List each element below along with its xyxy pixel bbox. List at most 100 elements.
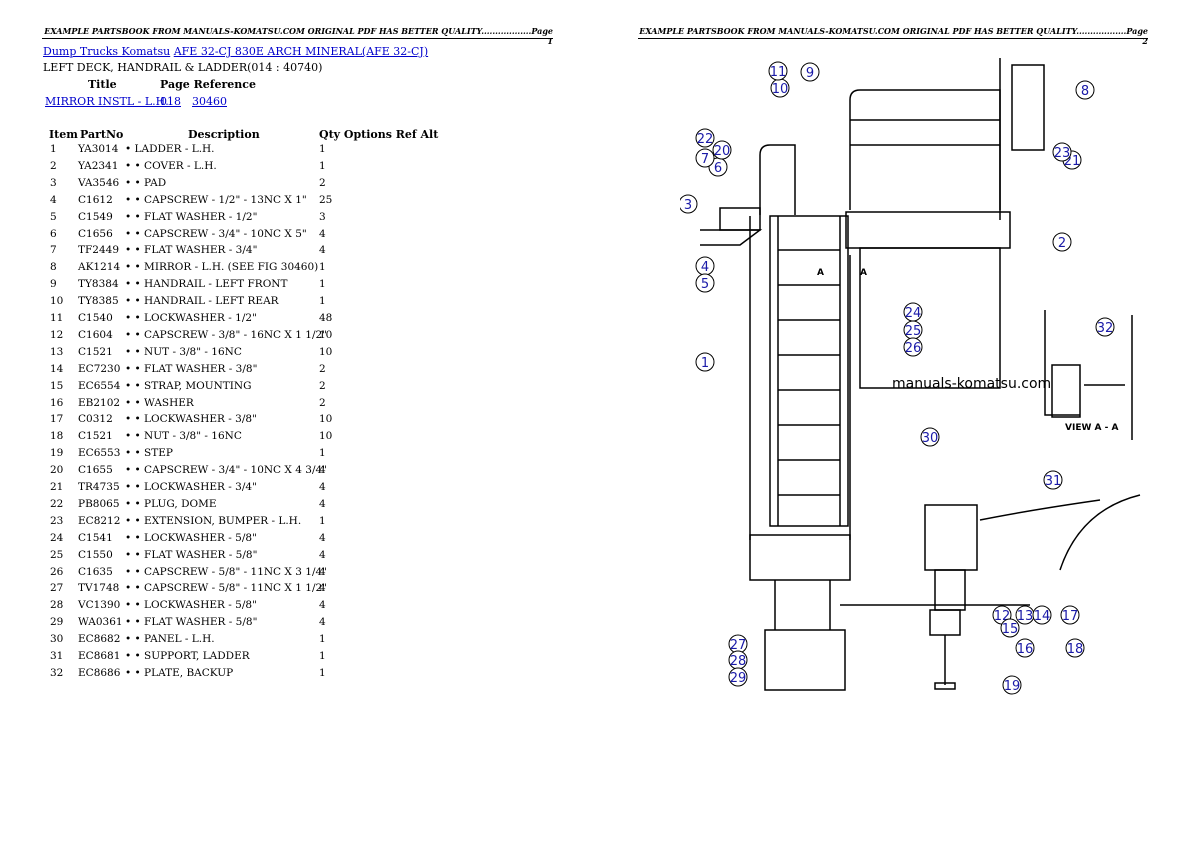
- row-partno: C1656: [78, 227, 113, 240]
- callout-number: 4: [701, 260, 709, 275]
- row-description: • • STEP: [125, 447, 173, 460]
- row-partno: EC8686: [78, 666, 121, 679]
- row-partno: C1521: [78, 345, 113, 358]
- row-item: 6: [50, 227, 57, 240]
- section-label-left: A: [817, 268, 824, 278]
- row-description: • • HANDRAIL - LEFT FRONT: [125, 278, 288, 291]
- row-description: • • PAD: [125, 176, 167, 189]
- row-qty: 1: [319, 514, 326, 527]
- row-item: 23: [50, 514, 64, 527]
- callout-circle: [1015, 638, 1035, 658]
- callout-circle: [680, 194, 698, 214]
- callout-circle: [695, 352, 715, 372]
- callout-number: 11: [770, 65, 787, 80]
- callout-number: 25: [905, 324, 922, 339]
- row-description: • • FLAT WASHER - 3/4": [125, 244, 258, 257]
- reference-ref-link[interactable]: 30460: [192, 95, 227, 108]
- callout-number: 30: [922, 431, 939, 446]
- row-item: 8: [50, 261, 57, 274]
- callout-circle: [903, 337, 923, 357]
- row-item: 31: [50, 650, 64, 662]
- row-description: • • LOCKWASHER - 1/2": [125, 312, 257, 324]
- row-qty: 4: [319, 531, 326, 544]
- row-partno: C1549: [78, 210, 113, 223]
- row-description: • • LOCKWASHER - 3/8": [125, 413, 257, 426]
- row-item: 20: [50, 464, 64, 477]
- column-header-qty-options: Qty Options Ref Alt: [319, 128, 439, 141]
- callout-number: 18: [1067, 642, 1084, 657]
- callout-circle: [1000, 618, 1020, 638]
- row-partno: EC6554: [78, 379, 121, 392]
- row-description: • • CAPSCREW - 3/4" - 10NC X 5": [125, 227, 307, 240]
- row-qty: 1: [319, 143, 326, 155]
- row-partno: AK1214: [78, 261, 121, 274]
- row-item: 9: [50, 278, 57, 291]
- watermark-text: manuals-komatsu.com: [892, 376, 1051, 392]
- row-item: 21: [50, 481, 64, 493]
- row-item: 14: [50, 362, 64, 375]
- callout-circle: [768, 61, 788, 81]
- reference-page-header: Page Reference: [160, 78, 256, 91]
- row-item: 5: [50, 210, 57, 223]
- row-qty: 4: [319, 481, 326, 493]
- row-partno: VC1390: [78, 599, 121, 612]
- row-qty: 10: [319, 328, 333, 341]
- row-item: 27: [50, 582, 64, 595]
- row-partno: TR4735: [78, 481, 120, 493]
- row-qty: 4: [319, 227, 326, 240]
- row-qty: 10: [319, 413, 333, 426]
- row-qty: 1: [319, 633, 326, 646]
- page-header-left: EXAMPLE PARTSBOOK FROM MANUALS-KOMATSU.C…: [42, 26, 553, 46]
- view-label: VIEW A - A: [1065, 423, 1118, 433]
- row-item: 13: [50, 345, 64, 358]
- callout-number: 15: [1002, 622, 1019, 637]
- callout-circle: [1052, 232, 1072, 252]
- row-description: • • WASHER: [125, 396, 194, 409]
- row-qty: 4: [319, 244, 326, 257]
- row-qty: 4: [319, 565, 326, 578]
- row-description: • • MIRROR - L.H. (SEE FIG 30460): [125, 261, 319, 274]
- row-description: • • PLATE, BACKUP: [125, 666, 234, 679]
- callout-number: 24: [905, 306, 922, 321]
- breadcrumb-link-dump-trucks[interactable]: Dump Trucks Komatsu: [43, 45, 171, 58]
- row-item: 18: [50, 430, 64, 443]
- row-qty: 1: [319, 261, 326, 274]
- row-qty: 10: [319, 430, 333, 443]
- row-item: 4: [50, 193, 57, 206]
- callout-number: 23: [1054, 146, 1071, 161]
- reference-title-link[interactable]: MIRROR INSTL - L.H.: [45, 95, 169, 108]
- callout-number: 29: [730, 671, 747, 686]
- callout-number: 17: [1062, 609, 1079, 624]
- row-qty: 4: [319, 548, 326, 561]
- row-partno: C1635: [78, 565, 113, 578]
- row-partno: EC7230: [78, 362, 121, 375]
- row-description: • • CAPSCREW - 5/8" - 11NC X 1 1/2": [125, 582, 327, 595]
- breadcrumb-link-model[interactable]: AFE 32-CJ 830E ARCH MINERAL(AFE 32-CJ): [173, 45, 429, 58]
- row-description: • • CAPSCREW - 5/8" - 11NC X 3 1/4": [125, 565, 327, 578]
- callout-number: 2: [1058, 236, 1066, 251]
- callout-number: 22: [697, 132, 714, 147]
- row-description: • • LOCKWASHER - 3/4": [125, 481, 257, 493]
- row-partno: EC8682: [78, 633, 121, 646]
- callout-number: 26: [905, 341, 922, 356]
- row-item: 12: [50, 328, 64, 341]
- page-header-right: EXAMPLE PARTSBOOK FROM MANUALS-KOMATSU.C…: [638, 26, 1148, 46]
- row-item: 30: [50, 633, 64, 646]
- row-item: 26: [50, 565, 64, 578]
- row-description: • • SUPPORT, LADDER: [125, 650, 250, 662]
- reference-page-link[interactable]: 018: [160, 95, 181, 108]
- row-partno: EB2102: [78, 396, 121, 409]
- row-qty: 1: [319, 650, 326, 662]
- callout-circle: [1065, 638, 1085, 658]
- row-item: 19: [50, 447, 64, 460]
- row-description: • • LOCKWASHER - 5/8": [125, 531, 257, 544]
- callout-number: 32: [1097, 321, 1114, 336]
- row-partno: TY8384: [78, 278, 119, 291]
- callout-number: 27: [730, 638, 747, 653]
- diagram-drawing: [700, 58, 1141, 691]
- row-qty: 2: [319, 379, 326, 392]
- row-item: 7: [50, 244, 57, 257]
- callout-circle: [1052, 142, 1072, 162]
- column-header-item: Item: [49, 128, 78, 141]
